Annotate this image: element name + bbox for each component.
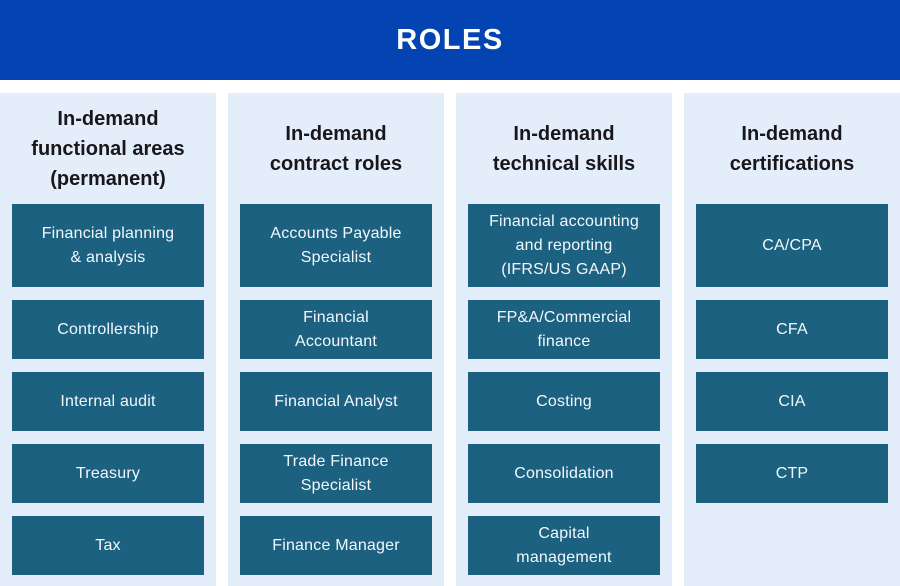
role-chip-financial-accountant: Financial Accountant [240,300,432,359]
role-chip-ctp: CTP [696,444,888,503]
role-chip-financial-analyst: Financial Analyst [240,372,432,431]
role-chip-finance-manager: Finance Manager [240,516,432,575]
role-chip-cfa: CFA [696,300,888,359]
column-certifications: In-demand certifications CA/CPA CFA CIA … [684,93,900,586]
columns-container: In-demand functional areas (permanent) F… [0,93,900,586]
role-chip-capital-management: Capital management [468,516,660,575]
role-chip-costing: Costing [468,372,660,431]
role-chip-financial-planning-analysis: Financial planning & analysis [12,204,204,287]
role-chip-tax: Tax [12,516,204,575]
role-chip-accounts-payable-specialist: Accounts Payable Specialist [240,204,432,287]
column-heading-technical-skills: In-demand technical skills [492,122,636,175]
role-chip-internal-audit: Internal audit [12,372,204,431]
column-technical-skills: In-demand technical skills Financial acc… [456,93,672,586]
role-chip-financial-accounting-reporting: Financial accounting and reporting (IFRS… [468,204,660,287]
column-heading-functional-areas: In-demand functional areas (permanent) [31,107,185,190]
column-functional-areas: In-demand functional areas (permanent) F… [0,93,216,586]
header-banner: ROLES [0,0,900,80]
role-chip-consolidation: Consolidation [468,444,660,503]
column-heading-certifications: In-demand certifications [729,122,855,175]
column-heading-contract-roles: In-demand contract roles [269,122,403,175]
role-chip-fpa-commercial-finance: FP&A/Commercial finance [468,300,660,359]
page-title: ROLES [396,23,504,56]
column-contract-roles: In-demand contract roles Accounts Payabl… [228,93,444,586]
role-chip-cia: CIA [696,372,888,431]
role-chip-trade-finance-specialist: Trade Finance Specialist [240,444,432,503]
role-chip-controllership: Controllership [12,300,204,359]
role-chip-ca-cpa: CA/CPA [696,204,888,287]
role-chip-treasury: Treasury [12,444,204,503]
